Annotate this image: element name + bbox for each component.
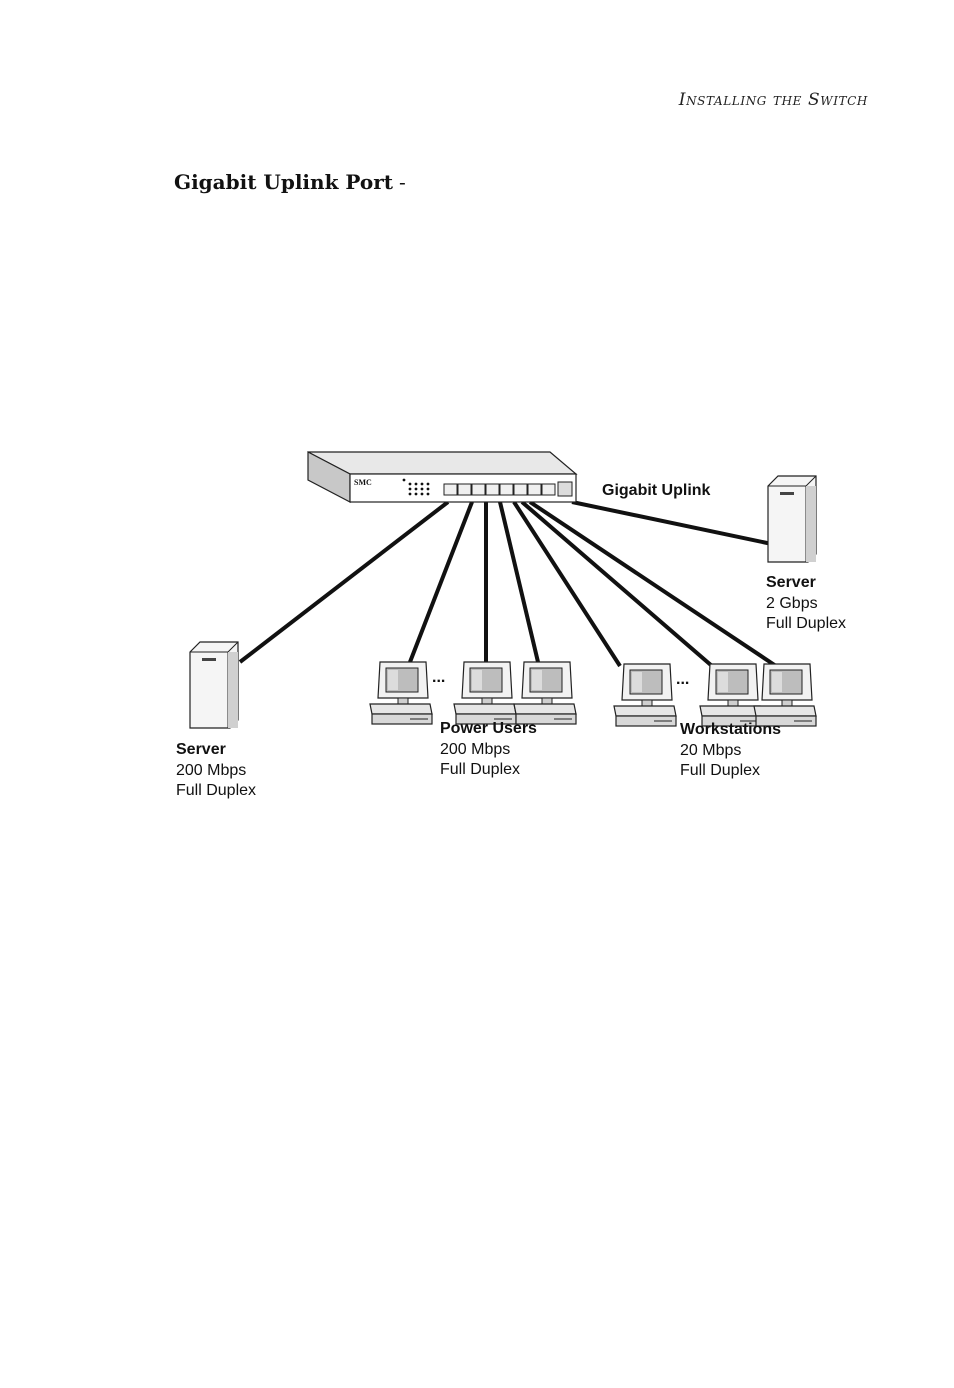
switch-leds <box>402 478 430 496</box>
workstation-pc-icon <box>699 663 763 727</box>
server-right-speed: 2 Gbps <box>766 595 818 612</box>
server-right-mode: Full Duplex <box>766 615 846 632</box>
running-header: Installing the Switch <box>678 90 868 110</box>
workstations-speed: 20 Mbps <box>680 742 741 759</box>
power-user-pc-icon <box>369 661 433 725</box>
section-heading: Gigabit Uplink Port- <box>174 170 406 194</box>
uplink-label: Gigabit Uplink <box>602 482 711 499</box>
section-heading-text: Gigabit Uplink Port <box>174 170 394 194</box>
server-left-icon <box>189 641 239 729</box>
server-right-title: Server <box>766 574 816 591</box>
server-left-title: Server <box>176 741 226 758</box>
workstations-mode: Full Duplex <box>680 762 760 779</box>
server-right-icon <box>767 475 817 563</box>
workstations-title: Workstations <box>680 721 781 738</box>
switch: SMC <box>307 451 578 503</box>
workstation-pc-icon <box>613 663 677 727</box>
cables <box>238 500 778 668</box>
workstation-pc-icon <box>753 663 817 727</box>
server-left-speed: 200 Mbps <box>176 762 246 779</box>
section-heading-separator: - <box>399 170 406 194</box>
workstations-ellipsis: ... <box>676 671 689 688</box>
server-left-mode: Full Duplex <box>176 782 256 799</box>
switch-logo: SMC <box>354 478 372 487</box>
power-users-speed: 200 Mbps <box>440 741 510 758</box>
power-user-pc-icon <box>453 661 517 725</box>
network-diagram: SMC ... ... Gigabit Uplink Server 2 Gbps… <box>176 451 846 799</box>
power-users-ellipsis: ... <box>432 669 445 686</box>
power-users-mode: Full Duplex <box>440 761 520 778</box>
power-user-pc-icon <box>513 661 577 725</box>
switch-ports <box>443 481 573 497</box>
power-users-title: Power Users <box>440 720 537 737</box>
